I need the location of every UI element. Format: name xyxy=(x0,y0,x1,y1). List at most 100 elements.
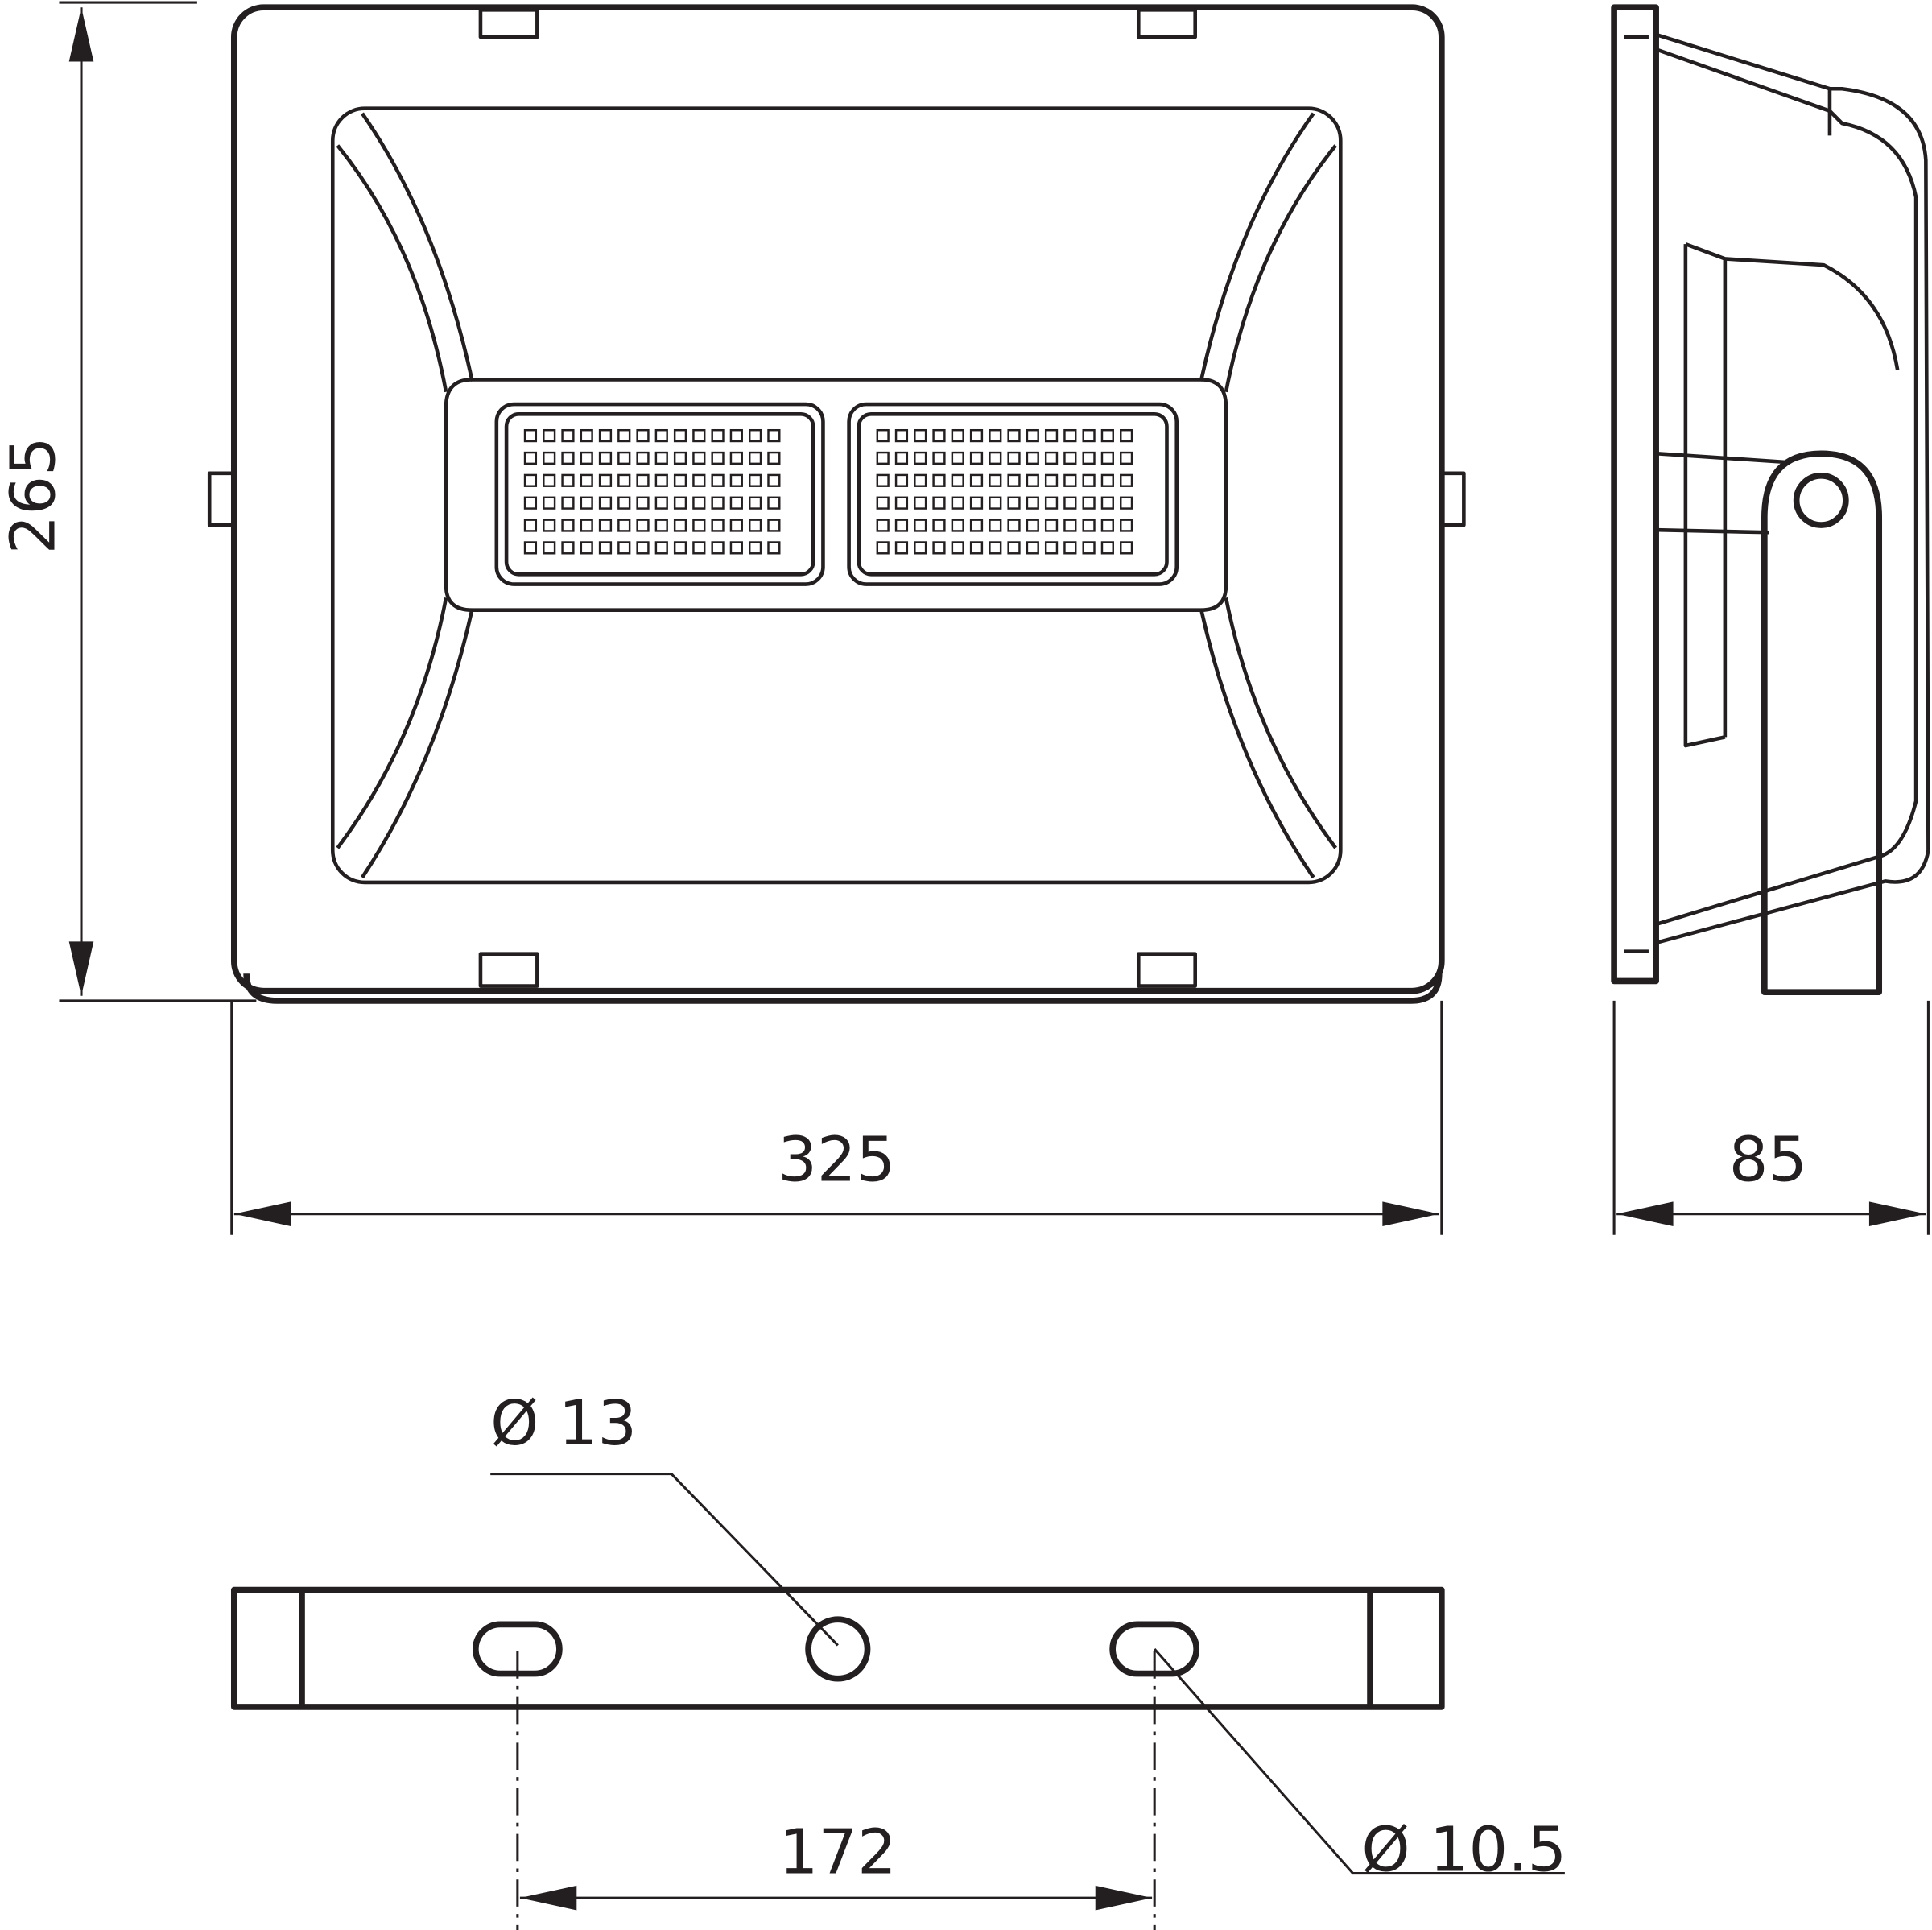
led-chip xyxy=(543,541,556,555)
led-chip xyxy=(523,496,538,510)
led-chip xyxy=(1082,541,1096,555)
led-chip xyxy=(1082,519,1096,532)
led-chip xyxy=(894,541,909,555)
led-chip xyxy=(1120,428,1133,443)
led-chip xyxy=(580,541,593,555)
led-chip xyxy=(636,473,650,487)
led-chip xyxy=(1044,473,1059,487)
led-chip xyxy=(580,428,593,443)
led-chip xyxy=(749,519,762,532)
led-chip xyxy=(711,496,724,510)
led-chip xyxy=(543,451,556,465)
led-chip xyxy=(767,496,781,510)
led-chip xyxy=(598,541,613,555)
led-chip xyxy=(1007,428,1021,443)
led-chip xyxy=(1063,519,1077,532)
led-chip xyxy=(636,519,650,532)
led-chip xyxy=(951,496,964,510)
led-chip xyxy=(523,473,538,487)
led-chip xyxy=(932,496,946,510)
led-chip xyxy=(1100,496,1114,510)
led-chip xyxy=(1044,428,1059,443)
led-chip xyxy=(561,541,575,555)
led-chip xyxy=(989,519,1002,532)
led-chip xyxy=(1026,473,1039,487)
led-chip xyxy=(523,428,538,443)
led-chip xyxy=(580,496,593,510)
led-chip xyxy=(523,451,538,465)
led-chip xyxy=(692,519,706,532)
led-chip xyxy=(969,519,984,532)
led-chip xyxy=(1026,541,1039,555)
led-chip xyxy=(580,473,593,487)
led-chip xyxy=(894,473,909,487)
led-chip xyxy=(1120,496,1133,510)
led-chip xyxy=(598,519,613,532)
led-chip xyxy=(989,496,1002,510)
led-chip xyxy=(1007,496,1021,510)
led-chip xyxy=(543,496,556,510)
led-chip xyxy=(673,428,687,443)
led-chip xyxy=(523,519,538,532)
led-chip xyxy=(749,428,762,443)
depth-label: 85 xyxy=(1729,1124,1807,1196)
led-chip xyxy=(989,541,1002,555)
led-chip xyxy=(1026,519,1039,532)
led-chip xyxy=(969,496,984,510)
led-chip xyxy=(561,428,575,443)
slot-hole-label: Ø 10.5 xyxy=(1361,1815,1567,1887)
led-chip xyxy=(876,541,890,555)
led-chip xyxy=(729,541,743,555)
led-chip xyxy=(673,451,687,465)
led-chip xyxy=(1082,496,1096,510)
led-chip xyxy=(767,428,781,443)
led-chip xyxy=(617,541,631,555)
led-chip xyxy=(914,451,927,465)
led-chip xyxy=(876,473,890,487)
led-chip xyxy=(749,451,762,465)
led-chip xyxy=(636,428,650,443)
led-chip xyxy=(932,541,946,555)
led-chip xyxy=(1063,451,1077,465)
led-chip xyxy=(1100,541,1114,555)
led-chip xyxy=(692,428,706,443)
led-chip xyxy=(692,541,706,555)
led-chip xyxy=(617,519,631,532)
led-chip xyxy=(914,519,927,532)
led-chip xyxy=(1044,451,1059,465)
led-chip xyxy=(876,519,890,532)
led-chip xyxy=(969,428,984,443)
led-chip xyxy=(1007,519,1021,532)
led-chip xyxy=(673,473,687,487)
led-chip xyxy=(654,519,668,532)
led-chip xyxy=(932,473,946,487)
led-chip xyxy=(523,541,538,555)
led-chip xyxy=(543,428,556,443)
led-chip xyxy=(654,541,668,555)
led-chip xyxy=(989,473,1002,487)
led-chip xyxy=(1007,473,1021,487)
led-chip xyxy=(1007,541,1021,555)
led-chip xyxy=(673,519,687,532)
led-chip xyxy=(636,496,650,510)
led-chip xyxy=(894,451,909,465)
width-label: 325 xyxy=(778,1124,895,1196)
front-view xyxy=(207,4,1466,1004)
led-chip xyxy=(1044,519,1059,532)
led-chip xyxy=(711,541,724,555)
led-chip xyxy=(969,541,984,555)
led-chip xyxy=(617,496,631,510)
led-chip xyxy=(598,473,613,487)
led-chip xyxy=(729,519,743,532)
led-chip xyxy=(1026,496,1039,510)
led-chip xyxy=(543,519,556,532)
led-chip xyxy=(1120,473,1133,487)
led-chip xyxy=(951,428,964,443)
led-chip xyxy=(969,451,984,465)
led-chip xyxy=(951,541,964,555)
led-chip xyxy=(654,428,668,443)
led-chip xyxy=(932,451,946,465)
side-view xyxy=(1611,4,1930,995)
bracket-view: Ø 13 172 Ø 10.5 xyxy=(230,1388,1567,1930)
led-chip xyxy=(561,451,575,465)
